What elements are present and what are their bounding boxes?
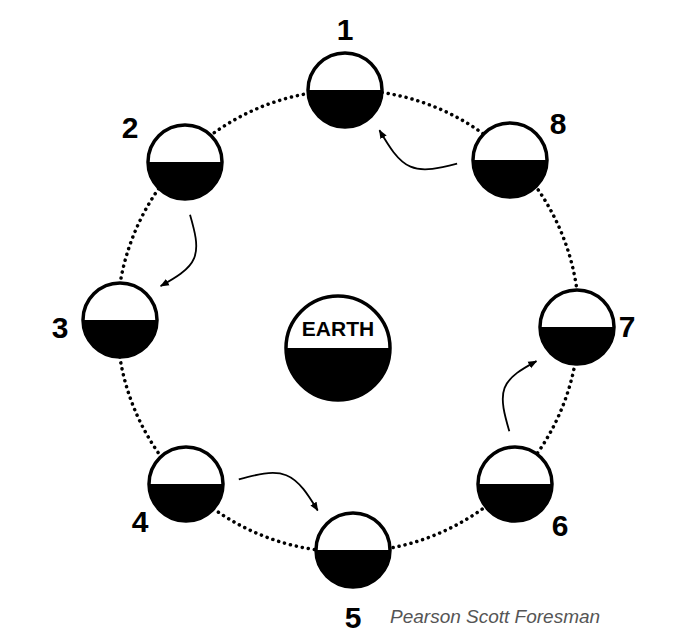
orbit-arrow xyxy=(239,473,318,511)
moon-shape xyxy=(476,445,554,523)
lit-half xyxy=(83,283,157,357)
dark-half xyxy=(149,484,223,521)
phase-number: 7 xyxy=(619,312,636,342)
outline xyxy=(540,290,614,364)
orbit-path xyxy=(117,90,579,552)
lit-half xyxy=(540,290,614,364)
dark-half xyxy=(316,550,390,587)
moon-phase: 5 xyxy=(314,511,392,589)
phase-number: 8 xyxy=(550,109,567,139)
credit-text: Pearson Scott Foresman xyxy=(390,607,600,626)
lit-half xyxy=(148,125,222,199)
outline xyxy=(478,447,552,521)
outline xyxy=(286,296,390,400)
dark-half xyxy=(540,327,614,364)
earth-shape xyxy=(284,294,392,402)
phase-number: 1 xyxy=(337,15,354,45)
lit-half xyxy=(473,123,547,197)
outline xyxy=(316,513,390,587)
dark-half xyxy=(286,348,390,400)
phase-number: 2 xyxy=(122,113,139,143)
outline xyxy=(149,447,223,521)
outline xyxy=(473,123,547,197)
moon-shape xyxy=(471,121,549,199)
phase-number: 5 xyxy=(345,603,362,633)
earth-label: EARTH xyxy=(302,318,374,339)
moon-shape xyxy=(147,445,225,523)
outline xyxy=(308,53,382,127)
outline xyxy=(83,283,157,357)
dark-half xyxy=(478,484,552,521)
lit-half xyxy=(478,447,552,521)
lit-half xyxy=(149,447,223,521)
outline xyxy=(148,125,222,199)
moon-shape xyxy=(538,288,616,366)
moon-phase: 6 xyxy=(476,445,554,523)
moon-shape xyxy=(306,51,384,129)
moon-phase: 7 xyxy=(538,288,616,366)
moon-shape xyxy=(146,123,224,201)
orbit-arrow xyxy=(161,215,197,286)
moon-phase: 1 xyxy=(306,51,384,129)
lit-half xyxy=(316,513,390,587)
moon-shape xyxy=(314,511,392,589)
lit-half xyxy=(308,53,382,127)
dark-half xyxy=(473,160,547,197)
earth-circle: EARTH xyxy=(284,294,392,402)
moon-phase: 8 xyxy=(471,121,549,199)
lit-half xyxy=(286,296,390,400)
phase-number: 3 xyxy=(52,313,69,343)
orbit-arrow xyxy=(379,130,457,169)
dark-half xyxy=(148,162,222,199)
phase-number: 6 xyxy=(552,511,569,541)
orbit-arrow xyxy=(503,361,537,431)
moon-phase: 3 xyxy=(81,281,159,359)
phase-number: 4 xyxy=(132,507,149,537)
dark-half xyxy=(83,320,157,357)
moon-phase: 4 xyxy=(147,445,225,523)
moon-shape xyxy=(81,281,159,359)
moon-phase: 2 xyxy=(146,123,224,201)
dark-half xyxy=(308,90,382,127)
